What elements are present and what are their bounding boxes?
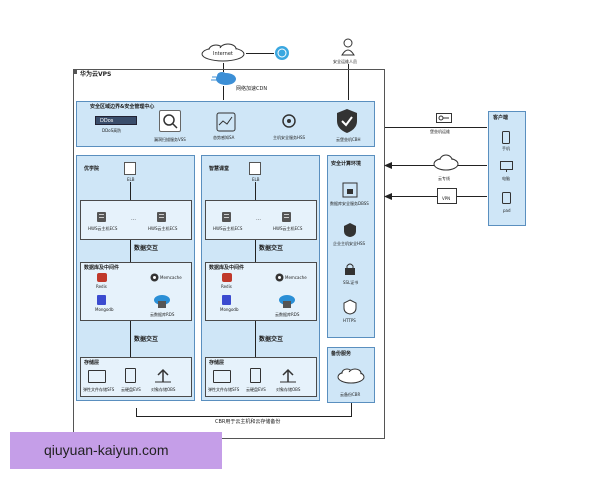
redis-icon xyxy=(222,273,232,282)
folder-icon xyxy=(88,370,106,383)
right-zone-title: 智慧课堂 xyxy=(209,166,230,172)
upload-icon xyxy=(280,368,296,383)
tablet-icon xyxy=(502,192,511,204)
backup-cloud-icon xyxy=(337,368,365,384)
vps-frame xyxy=(73,69,385,439)
cdn-icon xyxy=(211,72,236,85)
clients-title: 客户端 xyxy=(493,115,509,121)
monitor-icon xyxy=(500,161,513,172)
vss-icon xyxy=(159,110,181,132)
ssl-lock-icon xyxy=(345,263,355,275)
cdn-label: 网络加速CDN xyxy=(236,86,268,92)
right-elb-icon xyxy=(249,162,261,175)
vps-marker xyxy=(73,70,77,74)
server-icon xyxy=(157,212,166,222)
situation-awareness-icon xyxy=(216,112,236,132)
rds-icon xyxy=(279,295,295,308)
internet-label: Internet xyxy=(213,51,233,57)
right-middleware-group xyxy=(205,262,317,321)
left-elb-icon xyxy=(124,162,136,175)
phone-icon xyxy=(502,131,510,144)
left-exchange-1: 数据交互 xyxy=(134,245,159,252)
sa-label: 态势感知SA xyxy=(213,135,235,140)
cloud-icon xyxy=(201,43,245,62)
user-label: 安全运维人员 xyxy=(333,59,357,64)
backup-title: 备份服务 xyxy=(331,351,352,357)
clients-panel xyxy=(488,111,526,226)
arrow-left-icon xyxy=(384,193,392,200)
shield-icon xyxy=(337,109,357,133)
left-exchange-2: 数据交互 xyxy=(134,336,159,343)
internet-cloud: Internet xyxy=(200,43,246,63)
disk-icon xyxy=(250,368,261,383)
right-exchange-1: 数据交互 xyxy=(259,245,284,252)
folder-icon xyxy=(213,370,231,383)
watermark-text: qiuyuan-kaiyun.com xyxy=(44,442,169,458)
memcache-icon xyxy=(150,273,159,282)
server-icon xyxy=(222,212,231,222)
globe-icon xyxy=(275,46,289,60)
left-middleware-group xyxy=(80,262,192,321)
user-icon xyxy=(341,38,355,56)
hss-gear-icon xyxy=(282,114,296,128)
database-lock-icon xyxy=(342,182,358,198)
host-shield-icon xyxy=(344,223,356,237)
mongodb-icon xyxy=(97,295,106,305)
cloud-link-icon xyxy=(433,154,459,171)
server-icon xyxy=(97,212,106,222)
upload-icon xyxy=(155,368,171,383)
redis-icon xyxy=(97,273,107,282)
right-exchange-2: 数据交互 xyxy=(259,336,284,343)
ddos-label: DDoS高防 xyxy=(102,128,122,133)
vps-title: 华为云VPS xyxy=(80,71,112,78)
disk-icon xyxy=(125,368,136,383)
server-icon xyxy=(282,212,291,222)
rds-icon xyxy=(154,295,170,308)
cbr-footer: CBR用于云主机和云存储备份 xyxy=(215,419,281,425)
arrow-left-icon xyxy=(384,162,392,169)
memcache-icon xyxy=(275,273,284,282)
right-storage-group xyxy=(205,357,317,397)
left-zone-title: 优学院 xyxy=(84,166,100,172)
left-storage-group xyxy=(80,357,192,397)
vpn-box: VPN xyxy=(437,188,457,204)
vss-label: 漏洞扫描服务VSS xyxy=(154,137,186,142)
ddos-badge: DDos xyxy=(95,116,137,125)
security-center-title: 安全区域边界&安全管理中心 xyxy=(90,104,155,110)
hss-label: 主机安全服务HSS xyxy=(273,135,306,140)
https-shield-icon xyxy=(343,299,357,315)
watermark-banner: qiuyuan-kaiyun.com xyxy=(10,432,222,469)
cbh-label: 云堡垒机CBH xyxy=(336,137,361,142)
bastion-key-icon xyxy=(436,113,452,123)
security-env-title: 安全计算环境 xyxy=(331,161,362,167)
mongodb-icon xyxy=(222,295,231,305)
